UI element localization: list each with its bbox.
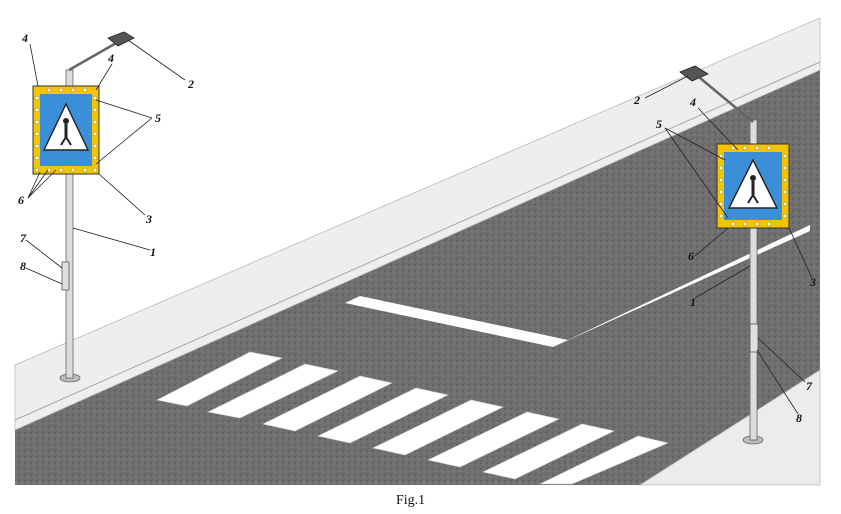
right-pole [749, 119, 758, 441]
left-label-7: 7 [20, 231, 27, 245]
left-controller-box [61, 261, 70, 291]
left-label-4-side: 4 [107, 51, 114, 65]
right-label-1: 1 [690, 295, 696, 309]
far-curb-line [14, 61, 821, 421]
stop-line [345, 296, 568, 347]
left-label-2: 2 [187, 77, 194, 91]
left-label-6: 6 [18, 193, 24, 207]
left-label-5: 5 [155, 111, 161, 125]
right-label-4: 4 [689, 95, 696, 109]
right-led-ring [718, 145, 788, 227]
left-sign-assembly [32, 31, 135, 383]
right-leader-lines [644, 75, 813, 415]
right-controller-box [749, 323, 759, 353]
left-leader-lines [25, 39, 186, 285]
right-label-7: 7 [806, 379, 813, 393]
near-sidewalk [638, 369, 821, 486]
far-sidewalk [14, 17, 821, 431]
right-label-3: 3 [809, 275, 816, 289]
figure-caption: Fig.1 [396, 493, 425, 508]
right-solar-panel [679, 65, 709, 82]
right-label-5: 5 [656, 117, 662, 131]
left-label-8: 8 [20, 259, 26, 273]
asphalt-road [15, 70, 820, 485]
right-label-6: 6 [688, 249, 694, 263]
left-led-ring [34, 87, 98, 173]
left-solar-panel [107, 31, 135, 47]
left-label-3: 3 [145, 212, 152, 226]
right-label-8: 8 [796, 411, 802, 425]
left-label-4-top: 4 [21, 31, 28, 45]
zebra-crossing [156, 351, 669, 485]
right-sign-assembly [679, 65, 790, 445]
right-label-2: 2 [633, 93, 640, 107]
left-label-1: 1 [150, 245, 156, 259]
